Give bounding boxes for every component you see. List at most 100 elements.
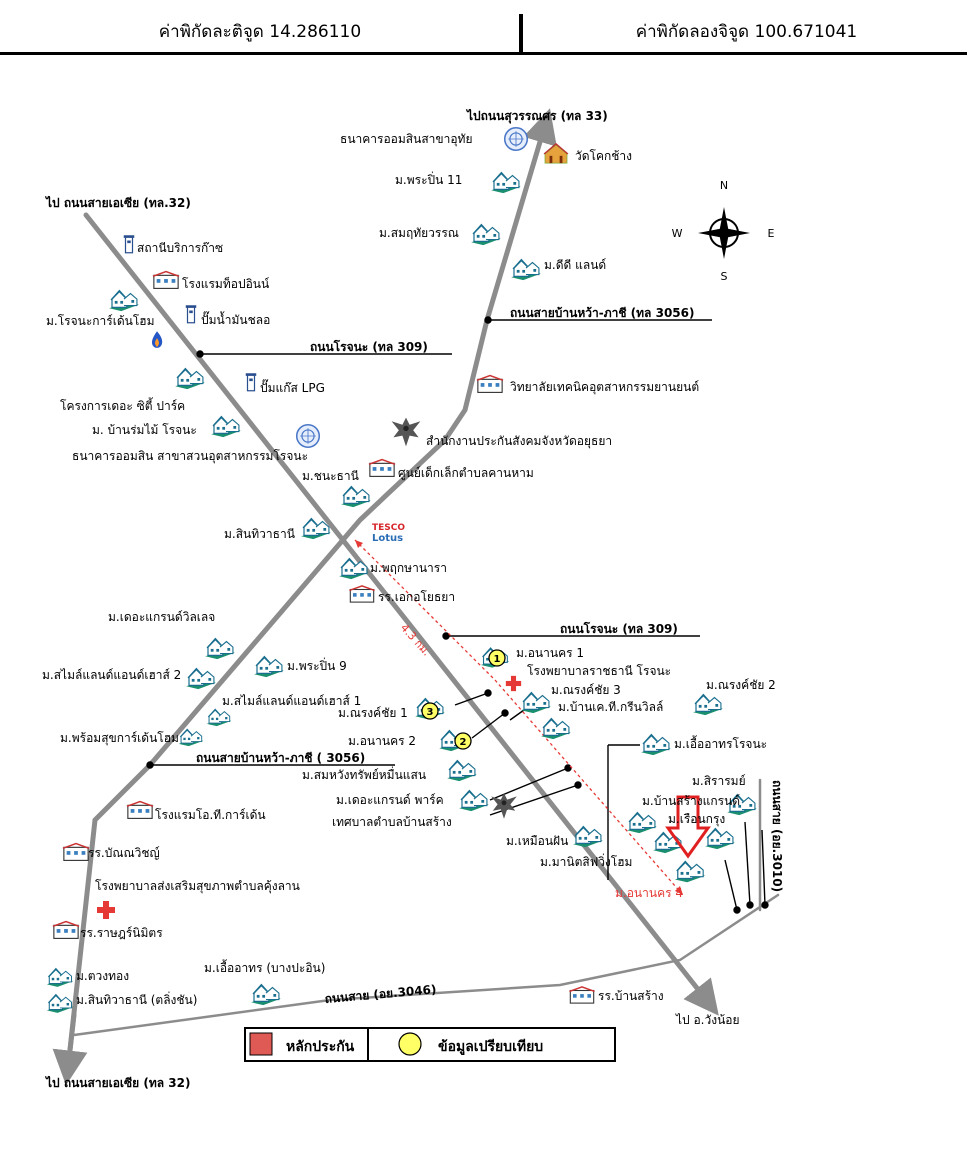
legend-collateral-label: หลักประกัน (286, 1039, 355, 1055)
pump-tower-icon (185, 304, 197, 324)
legend-comparison-label: ข้อมูลเปรียบเทียบ (438, 1039, 543, 1055)
house-icon (185, 668, 217, 690)
house-icon (490, 172, 522, 194)
house-icon (510, 259, 542, 281)
label-narongchai2: ม.ณรงค์ชัย 2 (706, 678, 776, 692)
label-anakhon4: ม.อนานคร 4 (615, 886, 683, 900)
house-icon (46, 968, 74, 988)
comparison-markers: 1 2 3 (421, 649, 506, 750)
college-building-icon (476, 374, 504, 394)
header-divider (519, 14, 523, 54)
label-phrapin11: ม.พระปิ่น 11 (395, 171, 462, 187)
label-ratrat: รร.ราษฎร์นิมิตร (80, 926, 163, 940)
house-icon (340, 486, 372, 508)
house-icon (174, 368, 206, 390)
school-building-icon (52, 920, 80, 940)
house-icon (338, 558, 370, 580)
road-network (52, 108, 780, 1086)
house-icon (626, 812, 658, 834)
house-icon (178, 728, 204, 747)
label-health-hospital: โรงพยาบาลส่งเสริมสุขภาพตำบลคุ้งลาน (95, 879, 300, 894)
label-tuangthong: ม.ตวงทอง (76, 969, 129, 983)
label-rueankrung: ม.เรือนกรุง (668, 812, 725, 827)
house-icon (46, 994, 74, 1014)
target-arrow-icon (665, 795, 711, 859)
house-icon (204, 638, 236, 660)
comparison-marker-3-label: 3 (427, 707, 434, 718)
label-gas-station: สถานีบริการก๊าซ (137, 241, 223, 255)
lotus-logo: Lotus (372, 533, 403, 544)
label-sinthawathani: ม.สินทิวาธานี (224, 527, 295, 541)
comparison-marker-2 (454, 732, 472, 750)
label-ekayothaya: รร.เอกอโยธยา (378, 590, 455, 604)
comparison-marker-3 (421, 702, 439, 720)
label-bankt: ม.บ้านเค.ที.กรีนวิลล์ (558, 700, 663, 714)
label-child-center: ศูนย์เด็กเล็กตำบลคานหาม (398, 465, 534, 481)
compass-rose-icon: N S E W (672, 179, 775, 283)
legend-comparison-swatch (398, 1032, 422, 1056)
compass-w: W (672, 227, 683, 240)
child-center-building-icon (368, 458, 396, 478)
label-banna-witch: รร.บัณณวิชญ์ (88, 846, 160, 860)
comparison-marker-2-label: 2 (460, 737, 467, 748)
distance-arrow-down-icon (675, 886, 683, 895)
label-muean-fan: ม.เหมือนฝัน (506, 834, 568, 848)
road-3046 (72, 893, 780, 1037)
label-phrapin9: ม.พระปิ่น 9 (287, 657, 347, 673)
comparison-marker-1-label: 1 (494, 654, 501, 665)
school-building-icon (62, 842, 90, 862)
house-icon (674, 860, 706, 884)
hospital-cross-icon (97, 901, 115, 919)
road-ticks (146, 316, 769, 914)
house-icon (704, 828, 736, 850)
map-legend: หลักประกัน ข้อมูลเปรียบเทียบ (244, 1027, 616, 1062)
house-icon (520, 692, 552, 714)
house-icon (206, 708, 232, 727)
compass-e: E (768, 227, 775, 240)
school-building-icon (568, 986, 596, 1004)
label-oil-pump: ปั๊มน้ำมันชลอ (201, 311, 270, 327)
label-distance: 4.3 กม. (398, 621, 433, 658)
latitude-label: ค่าพิกัดละติจูด 14.286110 (158, 22, 362, 42)
hotel-building-icon (152, 270, 180, 290)
road-asia-bottom-arrow (52, 1012, 88, 1086)
label-narongchai3: ม.ณรงค์ชัย 3 (551, 683, 621, 697)
label-banwa-pachi-upper: ถนนสายบ้านหว้า-ภาชี (ทล 3056) (510, 306, 694, 320)
house-icon (210, 416, 242, 438)
label-rojana-upper: ถนนโรจนะ (ทล 309) (310, 339, 428, 354)
compass-s: S (721, 270, 728, 283)
label-to-asia-bottom: ไป ถนนสายเอเซีย (ทล 32) (44, 1075, 190, 1090)
label-ueaarthorn-bang: ม.เอื้ออาทร (บางปะอิน) (204, 959, 325, 975)
label-to-wangnoi: ไป อ.วังน้อย (675, 1013, 740, 1027)
bank-seal-icon (503, 126, 529, 152)
house-icon (458, 790, 490, 812)
garuda-icon (391, 417, 421, 447)
school-building-icon (348, 585, 376, 603)
label-grand-village: ม.เดอะแกรนด์วิลเลจ (108, 610, 215, 624)
label-road-3046: ถนนสาย (อย.3046) (324, 982, 437, 1006)
label-wat-khok-chang: วัดโคกช้าง (575, 149, 632, 163)
lpg-tower-icon (245, 372, 257, 392)
label-chanathani: ม.ชนะธานี (302, 469, 359, 483)
label-ban-sarang-grand: ม.บ้านสร้างแกรนด์ (642, 794, 740, 808)
label-banwa-pachi-lower: ถนนสายบ้านหว้า-ภาชี ( 3056) (196, 751, 365, 765)
house-icon (446, 760, 478, 782)
house-icon (692, 694, 724, 716)
label-municipality: เทศบาลตำบลบ้านสร้าง (332, 815, 452, 829)
label-somruethai: ม.สมฤทัยวรรณ (379, 226, 459, 240)
label-sinthawa-talingchan: ม.สินทิวาธานี (ตลิ่งชัน) (76, 991, 197, 1007)
label-ueaarthorn-rojana: ม.เอื้ออาทรโรจนะ (674, 735, 767, 751)
house-icon (572, 826, 604, 848)
label-social-security: สำนักงานประกันสังคมจังหวัดอยุธยา (426, 434, 612, 449)
label-manit: ม.มานิตสิฟวิ่งโฮม (540, 853, 632, 869)
label-city-park: โครงการเดอะ ซิตี้ ปาร์ค (60, 397, 185, 413)
label-baan-rommai: ม. บ้านร่มไม้ โรจนะ (92, 423, 197, 437)
label-vocational: วิทยาลัยเทคนิคอุตสาหกรรมยานยนต์ (510, 380, 699, 395)
label-gsb-industrial: ธนาคารออมสิน สาขาสวนอุตสาหกรรมโรจนะ (72, 449, 308, 464)
house-icon (253, 656, 285, 678)
house-icon (640, 734, 672, 756)
distance-arrow-up-icon (355, 540, 363, 548)
label-smile1: ม.สไมล์แลนด์แอนด์เฮาส์ 1 (222, 694, 361, 708)
label-promsuk: ม.พร้อมสุขการ์เด้นโฮม (60, 731, 179, 746)
label-siraromp: ม.สิรารมย์ (692, 774, 746, 788)
